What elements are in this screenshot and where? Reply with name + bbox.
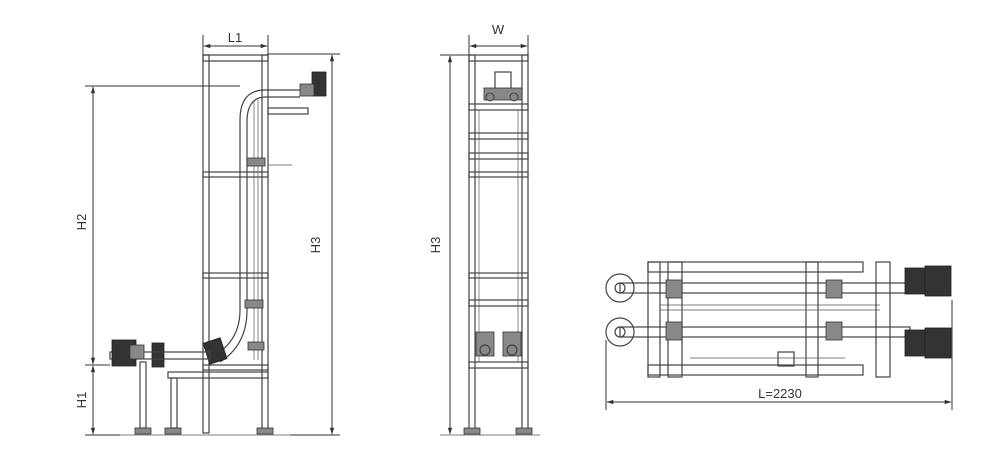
dimension-w-label: W (492, 22, 505, 37)
dimension-length-label: L=2230 (758, 386, 802, 401)
front-view: W H3 (428, 22, 540, 436)
top-view: L=2230 (605, 261, 953, 410)
dimension-h3-front-label: H3 (428, 237, 443, 254)
dimension-h1-label: H1 (74, 392, 89, 409)
dimension-h3-side-label: H3 (308, 237, 323, 254)
dimension-l1-label: L1 (228, 30, 242, 45)
dimension-h2-label: H2 (74, 214, 89, 231)
side-view: L1 H2 H1 H3 (74, 30, 340, 436)
